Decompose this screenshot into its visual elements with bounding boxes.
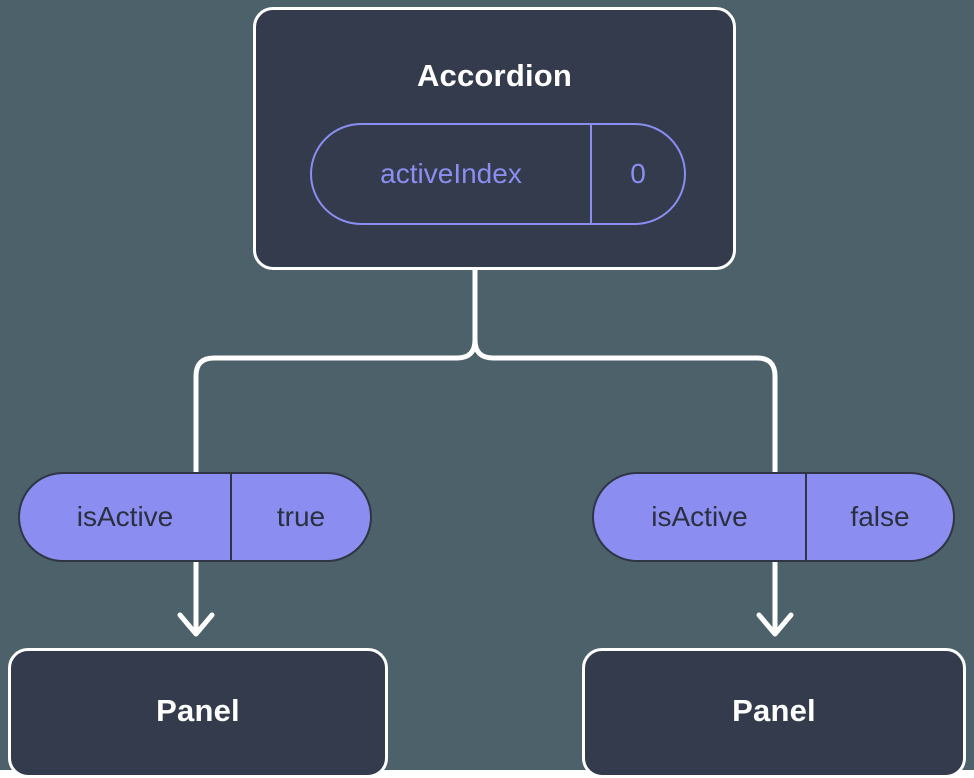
panel-node-right[interactable]: Panel xyxy=(582,648,966,778)
state-pill-value: 0 xyxy=(630,158,646,189)
panel-node-title: Panel xyxy=(732,693,816,728)
prop-pill-key: isActive xyxy=(20,474,232,560)
prop-pill-is-active-false[interactable]: isActive false xyxy=(592,472,955,562)
state-pill-active-index[interactable]: activeIndex 0 xyxy=(310,123,686,225)
branch-connector-path xyxy=(193,267,478,475)
panel-node-title: Panel xyxy=(156,693,240,728)
accordion-node[interactable]: Accordion activeIndex 0 xyxy=(253,7,736,270)
accordion-node-title: Accordion xyxy=(416,58,573,93)
panel-node-left[interactable]: Panel xyxy=(8,648,388,778)
prop-pill-key: isActive xyxy=(594,474,807,560)
prop-pill-value: false xyxy=(850,501,910,532)
arrow-head-right xyxy=(756,612,794,637)
state-pill-key: activeIndex xyxy=(312,125,592,223)
branch-connector-path-right xyxy=(472,267,778,475)
arrow-head-left xyxy=(177,612,215,637)
prop-pill-value: true xyxy=(276,501,326,532)
prop-pill-is-active-true[interactable]: isActive true xyxy=(18,472,372,562)
